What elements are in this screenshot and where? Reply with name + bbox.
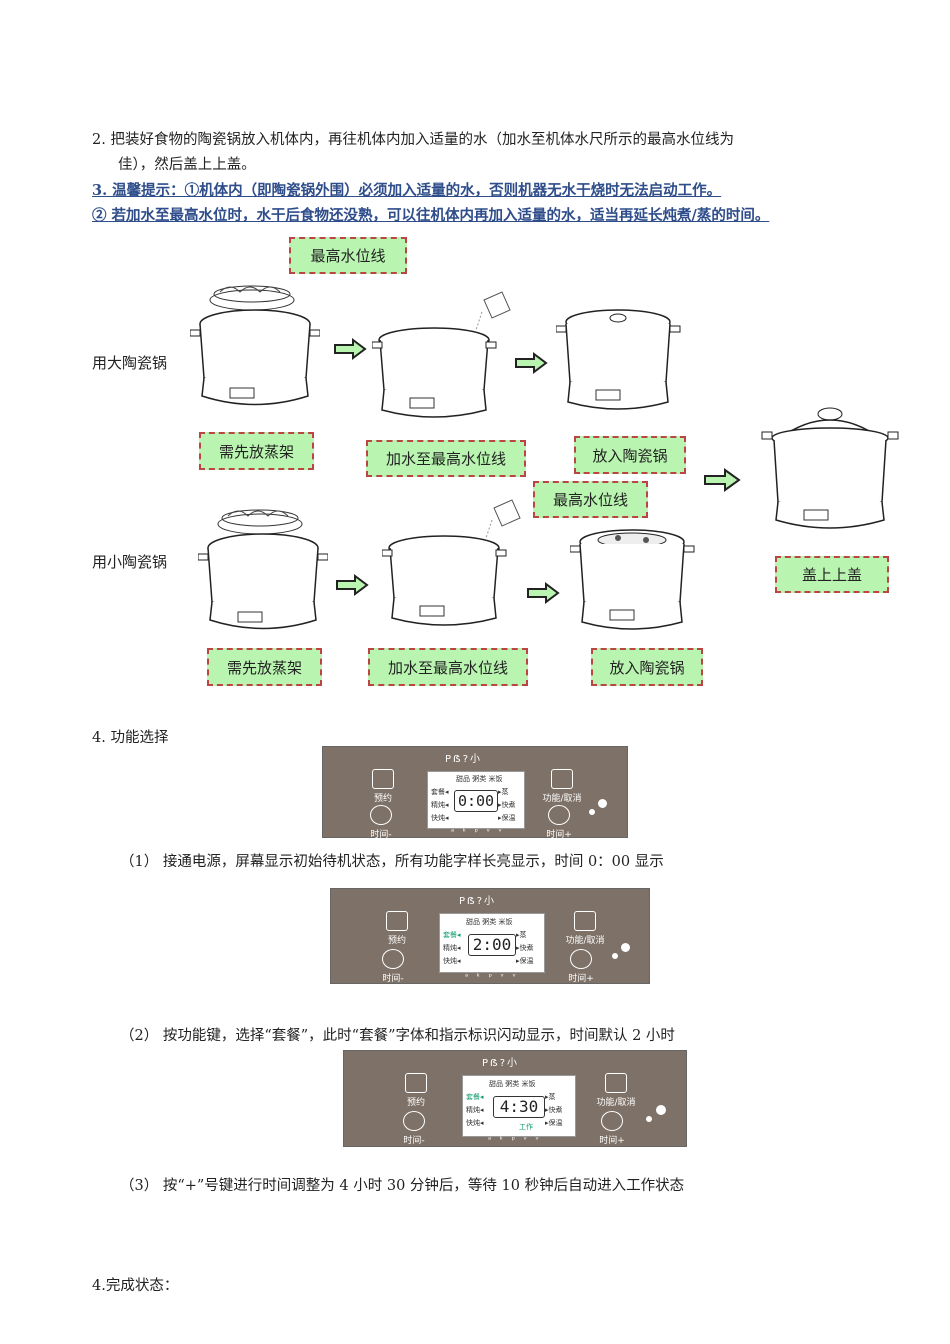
time-display: 4:30 bbox=[493, 1096, 545, 1118]
screen-top-labels: 甜品 粥类 米饭 bbox=[456, 775, 503, 783]
time-minus-button[interactable]: 时间- bbox=[371, 949, 415, 984]
arrow-right-icon bbox=[527, 582, 560, 604]
function-cancel-button[interactable]: 功能/取消 bbox=[588, 1073, 644, 1108]
screen-top-labels: 甜品 粥类 米饭 bbox=[466, 918, 513, 926]
function-cancel-button[interactable]: 功能/取消 bbox=[559, 911, 611, 946]
screen-right-labels: ▸蒸▸快煮▸保温 bbox=[498, 788, 516, 822]
time-display: 2:00 bbox=[468, 934, 516, 956]
step4-title: 4. 功能选择 bbox=[92, 730, 169, 746]
brand-logo: Pẞ?小 bbox=[482, 1058, 520, 1069]
row-label-small: 用小陶瓷锅 bbox=[92, 553, 168, 571]
light-dot bbox=[621, 943, 630, 952]
menu-icon bbox=[605, 1073, 627, 1093]
arrow-right-icon bbox=[334, 338, 367, 360]
label-top-max-water: 最高水位线 bbox=[289, 237, 407, 274]
lcd-screen: 甜品 粥类 米饭 套餐◂精炖◂快炖◂ ▸蒸▸快煮▸保温 2:00 bbox=[439, 913, 545, 973]
label-small-add-water: 加水至最高水位线 bbox=[368, 648, 528, 686]
lcd-screen: 甜品 粥类 米饭 套餐◂精炖◂快炖◂ ▸蒸▸快煮▸保温 0:00 bbox=[427, 771, 525, 829]
bottom-marks: ᵃ ᵏ ᵖ ᵛ ᵛ bbox=[488, 1135, 542, 1144]
step3-line1: 3. 温馨提示：①机体内（即陶瓷锅外围）必须加入适量的水，否则机器无水干烧时无法… bbox=[92, 182, 722, 199]
time-display: 0:00 bbox=[454, 790, 498, 812]
label-large-put-pot: 放入陶瓷锅 bbox=[574, 436, 686, 474]
function-cancel-button[interactable]: 功能/取消 bbox=[537, 769, 587, 804]
step2-line2: 佳），然后盖上上盖。 bbox=[118, 157, 256, 173]
screen-right-labels: ▸蒸▸快煮▸保温 bbox=[545, 1093, 563, 1127]
cooker-adding-water-large bbox=[372, 291, 511, 418]
reserve-icon bbox=[386, 911, 408, 931]
clock-icon bbox=[403, 1111, 425, 1131]
arrow-right-icon bbox=[336, 574, 369, 596]
brand-logo: Pẞ?小 bbox=[459, 896, 497, 907]
cooker-covered bbox=[761, 407, 899, 529]
arrow-right-icon bbox=[704, 468, 741, 492]
pie-icon bbox=[548, 805, 570, 825]
pie-icon bbox=[601, 1111, 623, 1131]
cooker-with-ceramic-pot-large bbox=[556, 309, 681, 410]
light-dot bbox=[612, 953, 618, 959]
time-plus-button[interactable]: 时间+ bbox=[592, 1111, 632, 1146]
label-mid-max-water: 最高水位线 bbox=[533, 481, 648, 518]
step4-sub1: （1） 接通电源，屏幕显示初始待机状态，所有功能字样长亮显示，时间 0：00 显… bbox=[120, 854, 664, 870]
light-dot bbox=[646, 1116, 652, 1122]
done-state-title: 4.完成状态： bbox=[92, 1278, 179, 1294]
screen-left-labels: 套餐◂精炖◂快炖◂ bbox=[466, 1093, 484, 1127]
label-small-put-pot: 放入陶瓷锅 bbox=[591, 648, 703, 686]
label-large-steam-rack: 需先放蒸架 bbox=[199, 432, 314, 470]
reserve-icon bbox=[405, 1073, 427, 1093]
label-large-add-water: 加水至最高水位线 bbox=[366, 440, 526, 477]
screen-right-labels: ▸蒸▸快煮▸保温 bbox=[516, 931, 534, 965]
cooker-adding-water-small bbox=[382, 499, 521, 626]
step4-sub2: （2） 按功能键，选择“套餐”，此时“套餐”字体和指示标识闪动显示，时间默认 2… bbox=[120, 1028, 675, 1044]
brand-logo: Pẞ?小 bbox=[445, 754, 483, 765]
screen-left-labels: 套餐◂精炖◂快炖◂ bbox=[443, 931, 461, 965]
step2-line1: 2. 把装好食物的陶瓷锅放入机体内，再往机体内加入适量的水（加水至机体水尺所示的… bbox=[92, 132, 734, 148]
menu-icon bbox=[551, 769, 573, 789]
control-panel-1: Pẞ?小 预约 时间- 功能/取消 时间+ 甜品 粥类 米饭 套餐◂精炖◂快炖◂… bbox=[322, 746, 628, 840]
work-indicator: 工作 bbox=[519, 1123, 533, 1131]
step4-sub3: （3） 按“+”号键进行时间调整为 4 小时 30 分钟后，等待 10 秒钟后自… bbox=[120, 1178, 685, 1194]
cooker-with-steam-rack-small bbox=[198, 509, 328, 630]
screen-top-labels: 甜品 粥类 米饭 bbox=[489, 1080, 536, 1088]
pie-icon bbox=[570, 949, 592, 969]
time-plus-button[interactable]: 时间+ bbox=[561, 949, 601, 984]
label-cover-lid: 盖上上盖 bbox=[775, 556, 889, 593]
control-panel-3: Pẞ?小 预约 时间- 功能/取消 时间+ 甜品 粥类 米饭 套餐◂精炖◂快炖◂… bbox=[343, 1050, 687, 1147]
time-plus-button[interactable]: 时间+ bbox=[539, 805, 579, 840]
control-panel-2: Pẞ?小 预约 时间- 功能/取消 时间+ 甜品 粥类 米饭 套餐◂精炖◂快炖◂… bbox=[330, 888, 650, 984]
step3-line2: ② 若加水至最高水位时，水干后食物还没熟，可以往机体内再加入适量的水，适当再延长… bbox=[92, 207, 770, 224]
light-dot bbox=[598, 799, 607, 808]
clock-icon bbox=[370, 805, 392, 825]
clock-icon bbox=[382, 949, 404, 969]
bottom-marks: ᵃ ᵏ ᵖ ᵛ ᵛ bbox=[451, 827, 505, 836]
lcd-screen: 甜品 粥类 米饭 套餐◂精炖◂快炖◂ ▸蒸▸快煮▸保温 4:30 工作 bbox=[462, 1075, 576, 1137]
arrow-right-icon bbox=[515, 352, 548, 374]
screen-left-labels: 套餐◂精炖◂快炖◂ bbox=[431, 788, 449, 822]
cooker-with-steam-rack-large bbox=[190, 285, 320, 406]
reserve-button[interactable]: 预约 bbox=[377, 911, 417, 946]
time-minus-button[interactable]: 时间- bbox=[359, 805, 403, 840]
label-small-steam-rack: 需先放蒸架 bbox=[207, 648, 322, 686]
row-label-large: 用大陶瓷锅 bbox=[92, 354, 168, 372]
reserve-icon bbox=[372, 769, 394, 789]
time-minus-button[interactable]: 时间- bbox=[392, 1111, 436, 1146]
reserve-button[interactable]: 预约 bbox=[396, 1073, 436, 1108]
menu-icon bbox=[574, 911, 596, 931]
light-dot bbox=[656, 1105, 666, 1115]
reserve-button[interactable]: 预约 bbox=[363, 769, 403, 804]
light-dot bbox=[589, 809, 595, 815]
cooker-with-ceramic-pot-small bbox=[570, 529, 695, 630]
bottom-marks: ᵃ ᵏ ᵖ ᵛ ᵛ bbox=[465, 972, 519, 981]
